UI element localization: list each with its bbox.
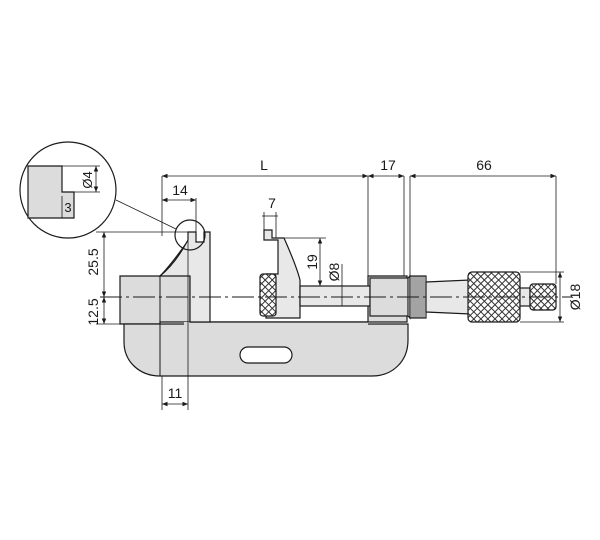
detail-view-content: Ø4 3 bbox=[27, 165, 100, 219]
dimension-12-5: 12.5 bbox=[85, 297, 124, 326]
dimension-thimble-diameter: Ø18 bbox=[520, 271, 583, 323]
detail-label-dia-4: Ø4 bbox=[80, 171, 95, 188]
sleeve bbox=[369, 274, 427, 320]
frame-grip-slot bbox=[239, 346, 293, 364]
dimension-7: 7 bbox=[262, 195, 278, 238]
dimension-66: 66 bbox=[409, 157, 557, 284]
dim-label-17: 17 bbox=[380, 157, 396, 173]
spindle bbox=[299, 285, 371, 307]
dim-label-66: 66 bbox=[476, 157, 492, 173]
lock-knob bbox=[259, 273, 277, 317]
dim-label-19: 19 bbox=[304, 254, 320, 270]
dimension-19: 19 bbox=[284, 237, 326, 286]
detail-marker-circle bbox=[174, 219, 206, 251]
spindle-jaw bbox=[259, 229, 301, 319]
dim-label-dia-8: Ø8 bbox=[326, 262, 342, 281]
dim-label-L: L bbox=[260, 157, 268, 173]
dim-label-11: 11 bbox=[168, 385, 183, 401]
dimension-14: 14 bbox=[162, 182, 197, 232]
dim-label-12-5: 12.5 bbox=[85, 298, 101, 325]
detail-label-3: 3 bbox=[64, 200, 71, 215]
dim-label-14: 14 bbox=[172, 182, 188, 198]
dim-label-dia-18: Ø18 bbox=[567, 284, 583, 311]
dimension-length-L: L bbox=[161, 157, 369, 276]
dimension-11: 11 bbox=[161, 232, 189, 410]
dimension-17: 17 bbox=[368, 157, 405, 276]
dimension-25-5: 25.5 bbox=[85, 231, 188, 297]
dim-label-25-5: 25.5 bbox=[85, 248, 101, 275]
dimension-spindle-diameter: Ø8 bbox=[326, 262, 343, 306]
detail-callout: Ø4 3 bbox=[19, 141, 206, 251]
dim-label-7: 7 bbox=[268, 195, 276, 211]
